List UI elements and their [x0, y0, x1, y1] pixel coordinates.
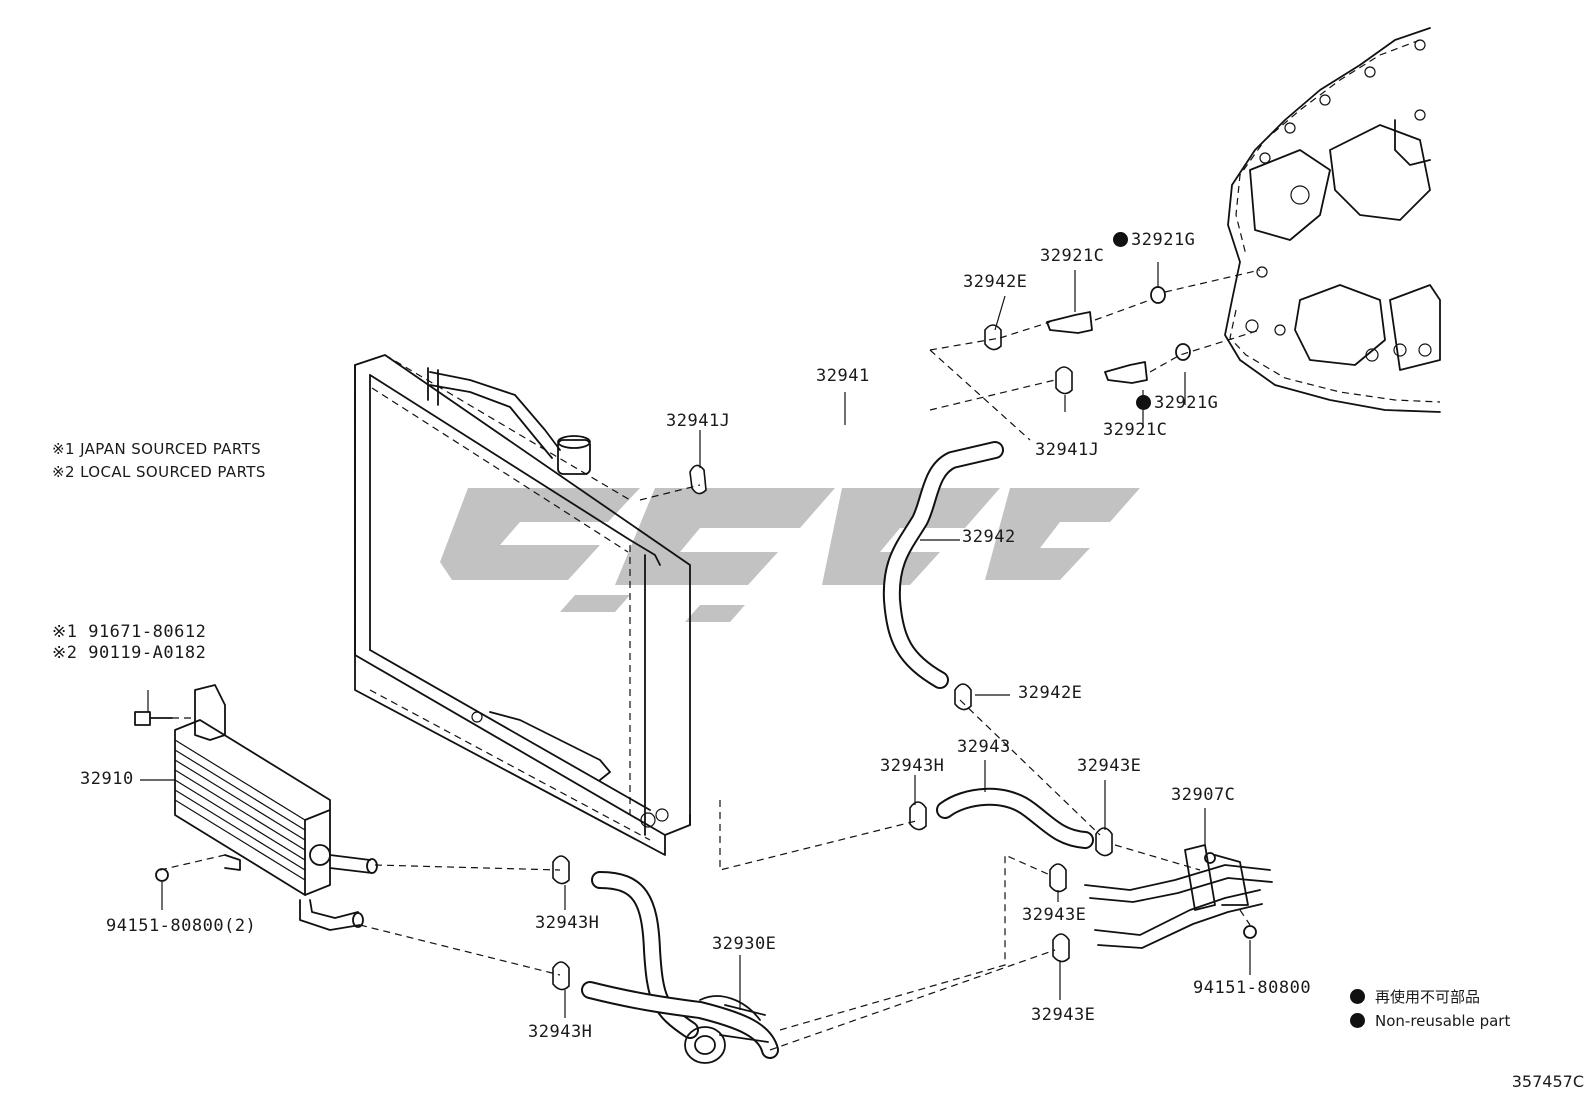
pipe-bracket-32907C [1084, 844, 1273, 949]
label-32942E-top[interactable]: 32942E [963, 272, 1028, 292]
label-bolt-90119-A0182[interactable]: ※2 90119-A0182 [52, 643, 207, 663]
watermark-logo [440, 488, 1140, 622]
hose-32942 [882, 441, 1004, 689]
label-32943E-lower2[interactable]: 32943E [1031, 1005, 1096, 1025]
hose-32941 [724, 404, 931, 486]
non-reusable-dot [1113, 232, 1128, 247]
label-32921G-top[interactable]: 32921G [1113, 230, 1195, 250]
label-32910[interactable]: 32910 [80, 769, 134, 789]
label-32941[interactable]: 32941 [816, 366, 870, 386]
label-32943E-mid[interactable]: 32943E [1077, 756, 1142, 776]
fasteners [134, 711, 1257, 939]
label-32943H-lower2[interactable]: 32943H [528, 1022, 593, 1042]
label-32930E[interactable]: 32930E [712, 934, 777, 954]
label-32907C[interactable]: 32907C [1171, 785, 1236, 805]
note-local-sourced: ※2 LOCAL SOURCED PARTS [52, 463, 266, 481]
label-nut-94151-80800-x2[interactable]: 94151-80800(2) [106, 916, 257, 936]
connection-lines [159, 269, 1261, 1051]
legend-jp-text: 再使用不可部品 [1375, 988, 1481, 1006]
oil-cooler-32910 [174, 684, 378, 931]
label-nut-94151-80800[interactable]: 94151-80800 [1193, 978, 1312, 998]
diagram-id: 357457C [1511, 1072, 1584, 1091]
union-fittings [1046, 286, 1191, 384]
label-text: 32921G [1154, 393, 1219, 413]
label-32943[interactable]: 32943 [957, 737, 1011, 757]
hose-32943 [936, 787, 1094, 849]
engine-housing [1224, 27, 1441, 413]
label-32943E-lower1[interactable]: 32943E [1022, 905, 1087, 925]
legend-en-text: Non-reusable part [1375, 1012, 1511, 1030]
hose-32930E [581, 871, 779, 1064]
note-japan-sourced: ※1 JAPAN SOURCED PARTS [52, 440, 262, 458]
hose-clamps [552, 324, 1113, 991]
leader-lines [140, 262, 1251, 1018]
label-text: 32921G [1131, 230, 1196, 250]
radiator [354, 354, 691, 856]
legend-dot-icon [1350, 989, 1365, 1004]
legend-dot-icon [1350, 1013, 1365, 1028]
label-32943H-mid[interactable]: 32943H [880, 756, 945, 776]
legend-jp: 再使用不可部品 [1350, 986, 1480, 1007]
non-reusable-dot [1136, 395, 1151, 410]
label-32943H-lower1[interactable]: 32943H [535, 913, 600, 933]
label-32942E-mid[interactable]: 32942E [1018, 683, 1083, 703]
label-32941J-left[interactable]: 32941J [666, 411, 731, 431]
legend-en: Non-reusable part [1350, 1012, 1510, 1030]
label-bolt-91671-80612[interactable]: ※1 91671-80612 [52, 622, 207, 642]
label-32942[interactable]: 32942 [962, 527, 1016, 547]
label-32941J-right[interactable]: 32941J [1035, 440, 1100, 460]
label-32921C-top[interactable]: 32921C [1040, 246, 1105, 266]
label-32921G-bottom[interactable]: 32921G [1136, 393, 1218, 413]
label-32921C-bottom[interactable]: 32921C [1103, 420, 1168, 440]
